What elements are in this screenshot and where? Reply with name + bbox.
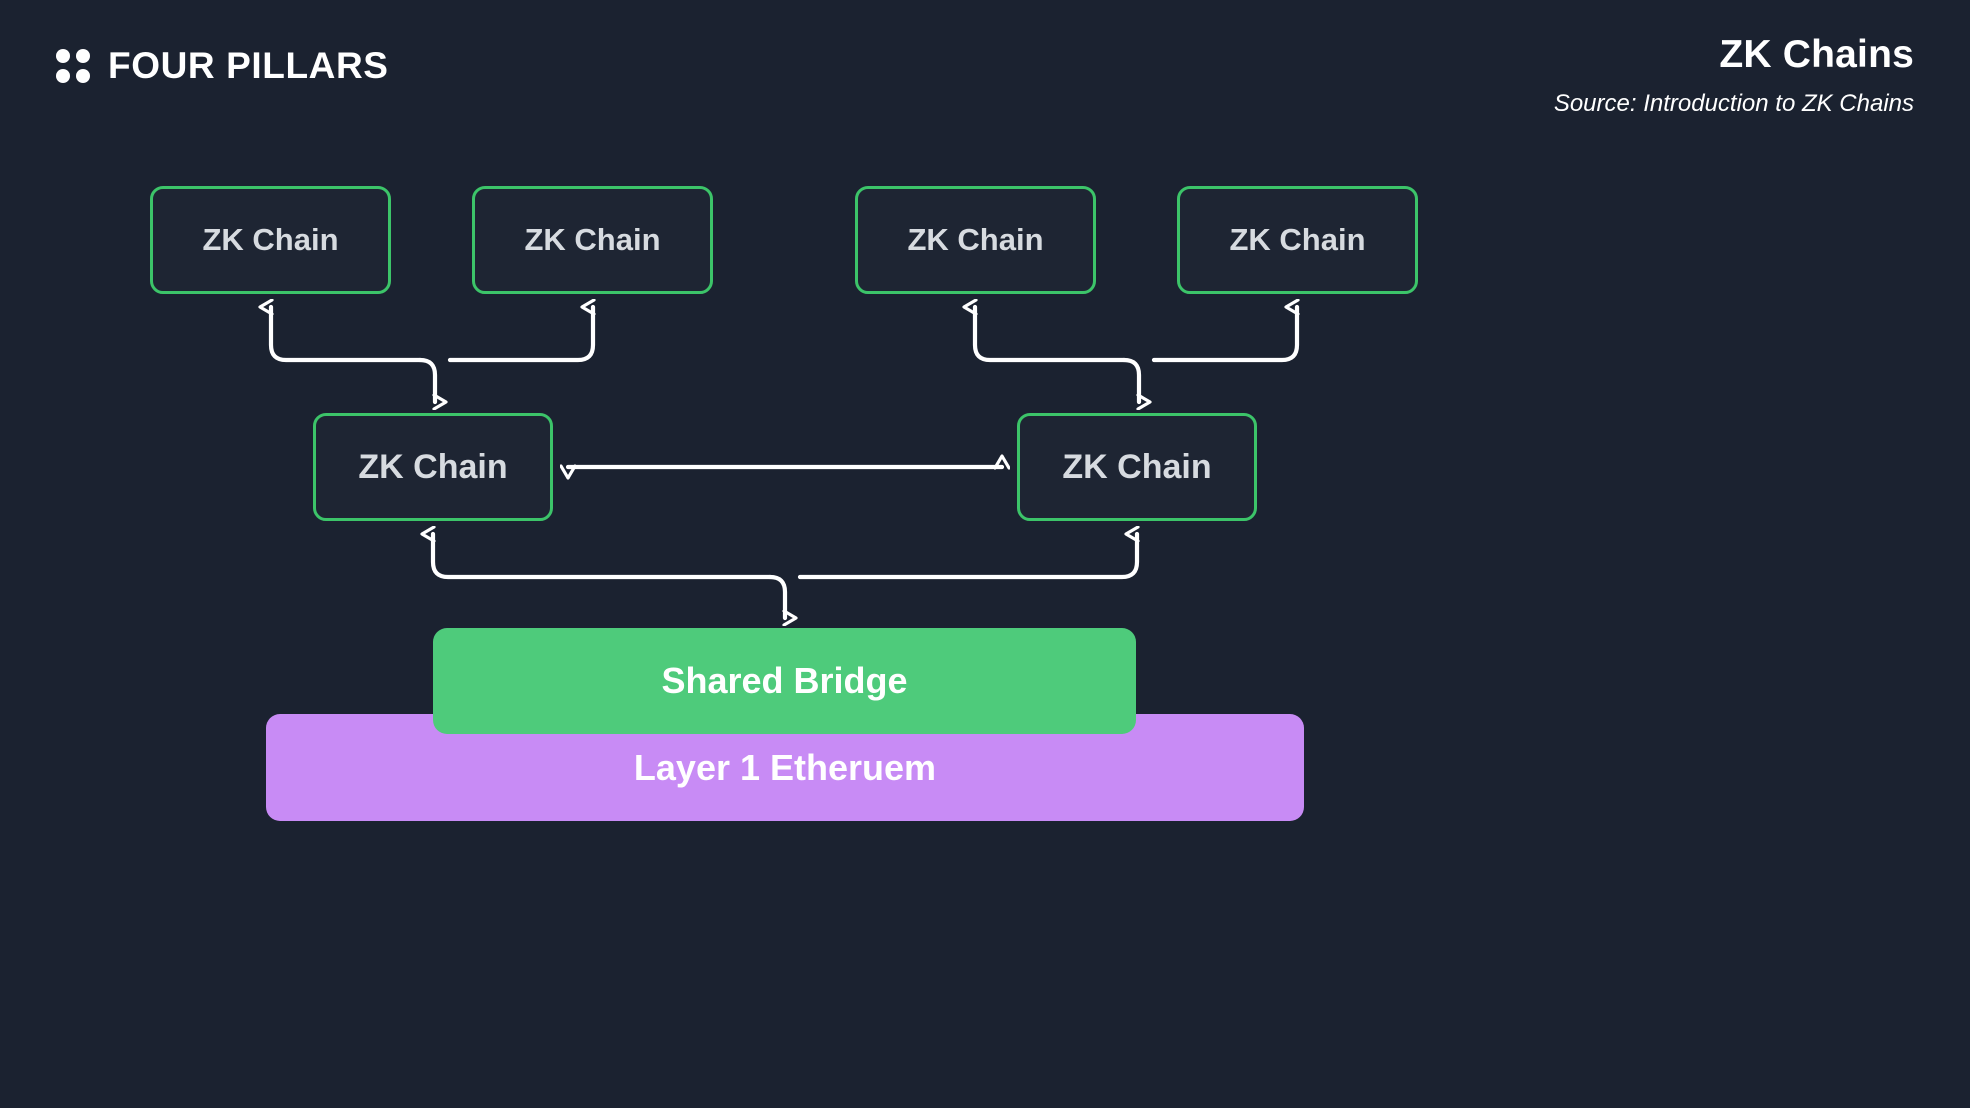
wire-midleft-to-top1 [271, 307, 423, 363]
brand-name: FOUR PILLARS [108, 45, 389, 86]
four-dots-grid-icon [56, 49, 90, 83]
wire-midright-to-top3 [975, 307, 1127, 363]
node-zk-chain-top-2[interactable]: ZK Chain [472, 186, 713, 294]
node-zk-chain-top-1[interactable]: ZK Chain [150, 186, 391, 294]
node-label: ZK Chain [1229, 222, 1366, 257]
header-right: ZK Chains Source: Introduction to ZK Cha… [1553, 33, 1914, 117]
node-zk-chain-top-4[interactable]: ZK Chain [1177, 186, 1418, 294]
wire-top34-to-midright [1121, 357, 1139, 402]
wire-bridge-to-midright [797, 534, 1137, 580]
wire-midleft-to-top2 [447, 307, 593, 363]
node-zk-chain-mid-right[interactable]: ZK Chain [1017, 413, 1257, 521]
node-label: Shared Bridge [661, 660, 908, 701]
wire-midright-to-top4 [1151, 307, 1297, 363]
wire-midchains-to-bridge [767, 574, 785, 618]
node-label: ZK Chain [202, 222, 339, 257]
node-zk-chain-top-3[interactable]: ZK Chain [855, 186, 1096, 294]
brand-logo: FOUR PILLARS [56, 45, 389, 87]
page-title: ZK Chains [1719, 33, 1914, 76]
node-label: ZK Chain [1062, 447, 1212, 486]
node-label: ZK Chain [907, 222, 1044, 257]
node-zk-chain-mid-left[interactable]: ZK Chain [313, 413, 553, 521]
wire-top12-to-midleft [417, 357, 435, 402]
source-caption: Source: Introduction to ZK Chains [1553, 89, 1914, 117]
node-shared-bridge[interactable]: Shared Bridge [433, 628, 1136, 734]
node-label: ZK Chain [524, 222, 661, 257]
node-label: ZK Chain [358, 447, 508, 486]
wire-bridge-to-midleft [433, 534, 773, 580]
node-label: Layer 1 Etheruem [633, 746, 937, 788]
